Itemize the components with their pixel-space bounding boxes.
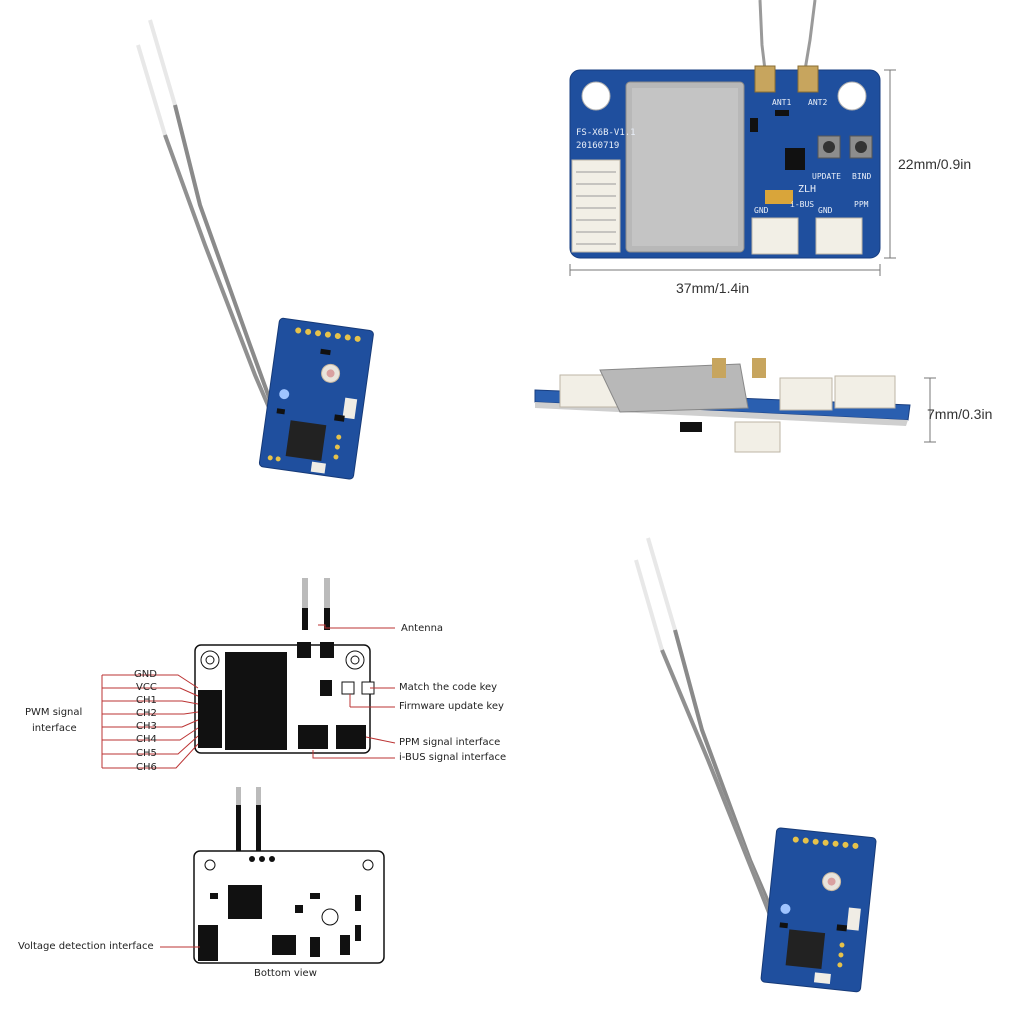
pinout-diagram-bottom-graphic: [160, 787, 385, 964]
ant1-text: ANT1: [772, 98, 792, 107]
firmware-update-key-label: Firmware update key: [399, 701, 504, 712]
thickness-dimension-label: 7mm/0.3in: [927, 406, 993, 422]
gnd-right-text: GND: [818, 206, 833, 215]
pin-vcc-label: VCC: [136, 682, 157, 693]
pwm-interface-label-line1: PWM signal: [25, 707, 83, 718]
pin-ch4-label: CH4: [136, 734, 157, 745]
receiver-photo-top-left: [120, 15, 400, 485]
match-code-key-label: Match the code key: [399, 682, 498, 693]
silk-date-text: 20160719: [576, 141, 620, 151]
ant2-text: ANT2: [808, 98, 828, 107]
antenna-label: Antenna: [401, 623, 444, 634]
ppm-text: PPM: [854, 200, 869, 209]
pwm-interface-label-line2: interface: [32, 723, 77, 734]
pin-ch5-label: CH5: [136, 748, 157, 759]
pin-ch6-label: CH6: [136, 762, 157, 773]
board-side-view: 7mm/0.3in: [530, 350, 1020, 460]
receiver-photo-bottom-right-graphic: [634, 537, 877, 993]
receiver-photo-bottom-right: [620, 530, 920, 1000]
pinout-diagram-bottom: Voltage detection interface Bottom view: [10, 785, 390, 985]
receiver-photo-graphic: [136, 19, 374, 480]
height-dimension-label: 22mm/0.9in: [898, 156, 972, 172]
update-text: UPDATE: [812, 172, 841, 181]
ibus-interface-label: i-BUS signal interface: [399, 752, 507, 763]
pin-gnd-label: GND: [134, 669, 157, 680]
pinout-diagram-top-graphic: [101, 578, 396, 769]
bottom-view-caption: Bottom view: [254, 968, 317, 979]
pin-ch1-label: CH1: [136, 695, 157, 706]
bind-text: BIND: [852, 172, 872, 181]
board-top-view-graphic: [569, 0, 896, 276]
board-top-view: FS-X6B-V1.1 20160719 ANT1 ANT2 UPDATE BI…: [560, 0, 1020, 300]
ibus-text: i-BUS: [790, 200, 815, 209]
width-dimension-label: 37mm/1.4in: [676, 280, 750, 296]
zlh-text: ZLH: [798, 184, 817, 195]
pin-ch3-label: CH3: [136, 721, 157, 732]
pin-ch2-label: CH2: [136, 708, 157, 719]
gnd-left-text: GND: [754, 206, 769, 215]
board-side-view-graphic: [534, 358, 936, 453]
silk-model-text: FS-X6B-V1.1: [576, 128, 636, 138]
voltage-detection-label: Voltage detection interface: [18, 941, 154, 952]
ppm-interface-label: PPM signal interface: [399, 737, 501, 748]
pinout-diagram-top: Antenna Match the code key Firmware upda…: [10, 570, 530, 780]
